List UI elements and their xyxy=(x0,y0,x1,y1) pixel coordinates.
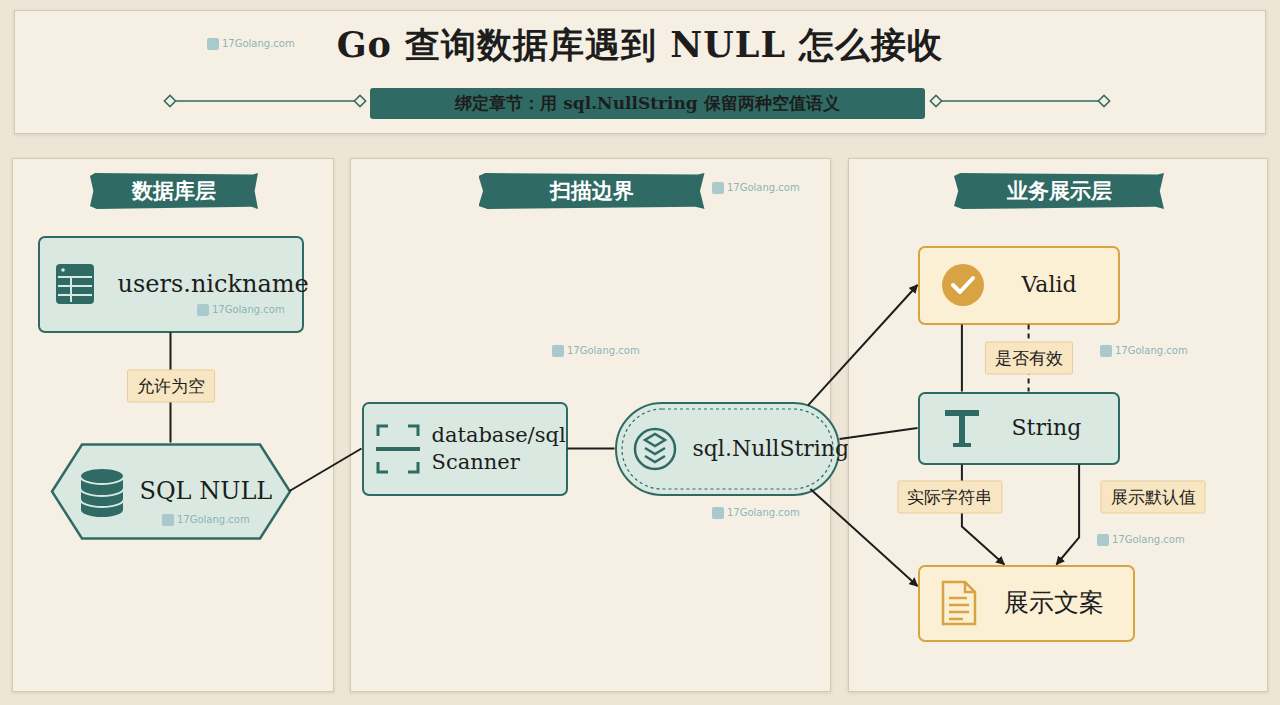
watermark: 17Golang.com xyxy=(1097,534,1185,545)
ornament-diamond xyxy=(1098,95,1109,106)
ornament-line xyxy=(940,100,1100,102)
node-text: SQL NULL xyxy=(140,476,273,506)
node-text: 展示文案 xyxy=(1004,587,1104,618)
edge-label: 展示默认值 xyxy=(1101,481,1206,514)
table-box: users.nickname xyxy=(38,236,304,333)
panel-heading: 数据库层 xyxy=(90,173,258,209)
string-box: String xyxy=(918,392,1120,465)
layer-panel: 数据库层 users.nicknameSQL NULL xyxy=(12,158,334,692)
valid-box: Valid xyxy=(918,246,1120,325)
node-text: String xyxy=(1012,414,1082,442)
edge-label: 实际字符串 xyxy=(897,481,1002,514)
chapter-band: 绑定章节：用 sql.NullString 保留两种空值语义 xyxy=(370,88,925,119)
node-text: sql.NullString xyxy=(693,435,850,463)
watermark: 17Golang.com xyxy=(162,514,250,525)
ornament-diamond xyxy=(930,95,941,106)
watermark: 17Golang.com xyxy=(712,507,800,518)
ornament-line xyxy=(176,100,356,102)
hexagon-shape xyxy=(52,444,290,538)
node-text: database/sql Scanner xyxy=(432,422,564,475)
layer-panel: 业务展示层 ValidString 展示文案 xyxy=(848,158,1268,692)
panel-heading: 业务展示层 xyxy=(954,173,1164,209)
diagram-title: Go 查询数据库遇到 NULL 怎么接收 xyxy=(0,22,1280,69)
watermark: 17Golang.com xyxy=(712,182,800,193)
edge-label: 是否有效 xyxy=(985,341,1073,374)
output-box: 展示文案 xyxy=(918,565,1135,642)
watermark: 17Golang.com xyxy=(197,304,285,315)
node-text: 绑定章节：用 sql.NullString 保留两种空值语义 xyxy=(455,93,839,114)
watermark: 17Golang.com xyxy=(207,38,295,49)
scanner-box: database/sql Scanner xyxy=(362,402,568,496)
nullstring-pill: sql.NullString xyxy=(615,402,840,496)
panel-heading: 扫描边界 xyxy=(479,173,705,209)
edge-label: 允许为空 xyxy=(127,369,215,402)
layer-panel: 扫描边界database/sql Scannersql.NullString xyxy=(350,158,831,692)
ornament-diamond xyxy=(164,95,175,106)
watermark: 17Golang.com xyxy=(1100,345,1188,356)
node-text: Valid xyxy=(1022,271,1077,299)
node-text: users.nickname xyxy=(118,269,309,299)
ornament-diamond xyxy=(354,95,365,106)
watermark: 17Golang.com xyxy=(552,345,640,356)
